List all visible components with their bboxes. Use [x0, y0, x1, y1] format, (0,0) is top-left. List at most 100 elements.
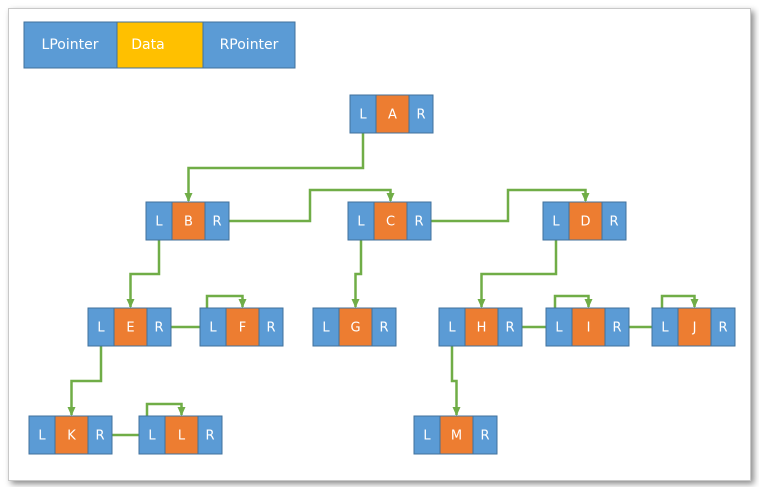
data-label: L	[178, 429, 186, 444]
right-pointer-label: R	[95, 429, 104, 444]
left-pointer-cell	[347, 201, 375, 241]
data-cell	[464, 307, 499, 347]
edge-c-l-to-g	[351, 240, 363, 308]
right-pointer-cell	[146, 307, 172, 347]
right-pointer-cell	[204, 201, 230, 241]
right-pointer-cell	[710, 307, 736, 347]
edge-h-r-to-i	[522, 294, 593, 329]
left-pointer-label: L	[97, 321, 105, 336]
data-label: K	[67, 429, 76, 444]
left-pointer-label: L	[155, 215, 163, 230]
left-pointer-cell	[138, 415, 166, 455]
edge-e-r-to-f	[171, 294, 247, 329]
right-pointer-cell	[406, 201, 432, 241]
data-cell	[439, 415, 474, 455]
data-label: D	[580, 215, 590, 230]
data-label: C	[386, 215, 395, 230]
right-pointer-cell	[371, 307, 397, 347]
left-pointer-label: L	[448, 321, 456, 336]
right-pointer-label: R	[212, 215, 221, 230]
left-pointer-cell	[28, 415, 56, 455]
right-pointer-label: R	[414, 215, 423, 230]
left-pointer-cell	[545, 307, 573, 347]
right-pointer-cell	[604, 307, 630, 347]
data-label: J	[692, 321, 697, 336]
left-pointer-label: L	[552, 215, 560, 230]
left-pointer-label: L	[209, 321, 217, 336]
edge-c-r-to-d	[431, 188, 590, 223]
data-cell	[113, 307, 148, 347]
right-pointer-label: R	[266, 321, 275, 336]
left-pointer-cell	[651, 307, 679, 347]
right-pointer-cell	[258, 307, 284, 347]
legend-rpointer-label: RPointer	[220, 37, 279, 53]
left-pointer-cell	[542, 201, 570, 241]
legend-data-cell	[116, 21, 204, 69]
legend: LPointer Data RPointer	[23, 21, 296, 69]
right-pointer-cell	[408, 94, 434, 134]
data-label: G	[350, 321, 360, 336]
edge-h-l-to-m	[450, 346, 461, 416]
data-label: A	[388, 108, 397, 123]
left-pointer-cell	[87, 307, 115, 347]
edge-e-l-to-k	[67, 346, 103, 416]
data-label: B	[184, 215, 193, 230]
data-cell	[54, 415, 89, 455]
edges-layer	[67, 133, 699, 437]
data-cell	[171, 201, 206, 241]
right-pointer-label: R	[416, 108, 425, 123]
data-cell	[338, 307, 373, 347]
right-pointer-label: R	[609, 215, 618, 230]
data-cell	[571, 307, 606, 347]
left-pointer-label: L	[661, 321, 669, 336]
left-pointer-label: L	[38, 429, 46, 444]
edge-b-r-to-c	[229, 188, 395, 223]
left-pointer-label: L	[359, 108, 367, 123]
legend-lpointer-cell	[23, 21, 118, 69]
data-cell	[373, 201, 408, 241]
right-pointer-label: R	[205, 429, 214, 444]
right-pointer-label: R	[612, 321, 621, 336]
diagram-frame	[8, 8, 751, 481]
right-pointer-cell	[197, 415, 223, 455]
data-cell	[225, 307, 260, 347]
right-pointer-label: R	[505, 321, 514, 336]
left-pointer-label: L	[148, 429, 156, 444]
right-pointer-cell	[601, 201, 627, 241]
left-pointer-cell	[199, 307, 227, 347]
left-pointer-cell	[438, 307, 466, 347]
left-pointer-label: L	[322, 321, 330, 336]
data-label: I	[587, 321, 591, 336]
right-pointer-label: R	[718, 321, 727, 336]
right-pointer-cell	[87, 415, 113, 455]
edge-i-r-to-j	[629, 294, 699, 329]
data-label: M	[451, 429, 462, 444]
left-pointer-cell	[145, 201, 173, 241]
edge-k-r-to-l	[112, 402, 186, 437]
left-pointer-label: L	[555, 321, 563, 336]
data-label: F	[239, 321, 246, 336]
data-label: H	[477, 321, 487, 336]
right-pointer-label: R	[379, 321, 388, 336]
legend-data-label: Data	[131, 37, 164, 53]
edge-b-l-to-e	[126, 240, 161, 308]
edge-a-l-to-b	[184, 133, 365, 202]
right-pointer-label: R	[154, 321, 163, 336]
legend-lpointer-label: LPointer	[42, 37, 99, 53]
left-pointer-label: L	[357, 215, 365, 230]
right-pointer-label: R	[480, 429, 489, 444]
